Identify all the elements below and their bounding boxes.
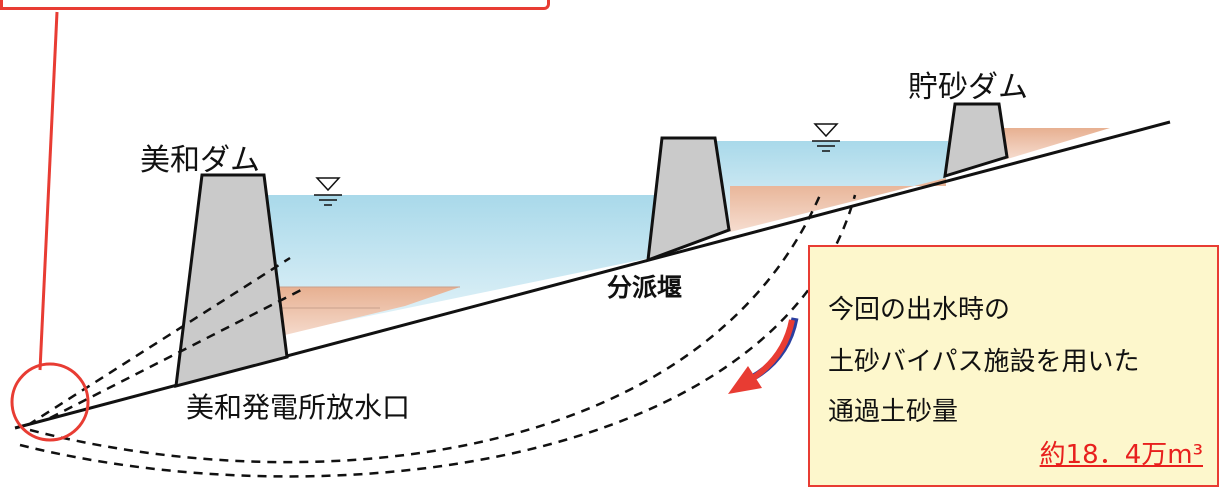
info-line-2: 土砂バイパス施設を用いた bbox=[828, 347, 1140, 377]
water-level-symbol bbox=[314, 177, 342, 206]
info-box: 今回の出水時の 土砂バイパス施設を用いた 通過土砂量 約18．4万m³ bbox=[808, 245, 1219, 487]
miwa-dam-label: 美和ダム bbox=[140, 143, 260, 178]
miwa-dam bbox=[174, 173, 289, 389]
sediment-dam-label: 貯砂ダム bbox=[908, 70, 1028, 105]
bypass-tunnel bbox=[19, 194, 857, 478]
sediment-dam bbox=[943, 102, 1009, 179]
sediment-dam-deposit bbox=[1004, 128, 1110, 160]
info-line-3: 通過土砂量 bbox=[828, 397, 959, 427]
callout-frame bbox=[0, 0, 550, 10]
water-level-symbol bbox=[812, 123, 840, 152]
info-line-1: 今回の出水時の bbox=[828, 295, 1011, 325]
leader-line bbox=[38, 11, 59, 371]
reservoir-sediment bbox=[262, 287, 460, 339]
upper-sediment bbox=[730, 178, 946, 232]
sediment-amount: 約18．4万m³ bbox=[1039, 440, 1203, 470]
outlet-label: 美和発電所放水口 bbox=[186, 391, 411, 424]
diversion-weir bbox=[646, 136, 731, 263]
diversion-weir-label: 分派堰 bbox=[607, 273, 683, 302]
flow-arrow-icon bbox=[728, 317, 799, 394]
outlet-highlight-circle bbox=[10, 362, 90, 442]
